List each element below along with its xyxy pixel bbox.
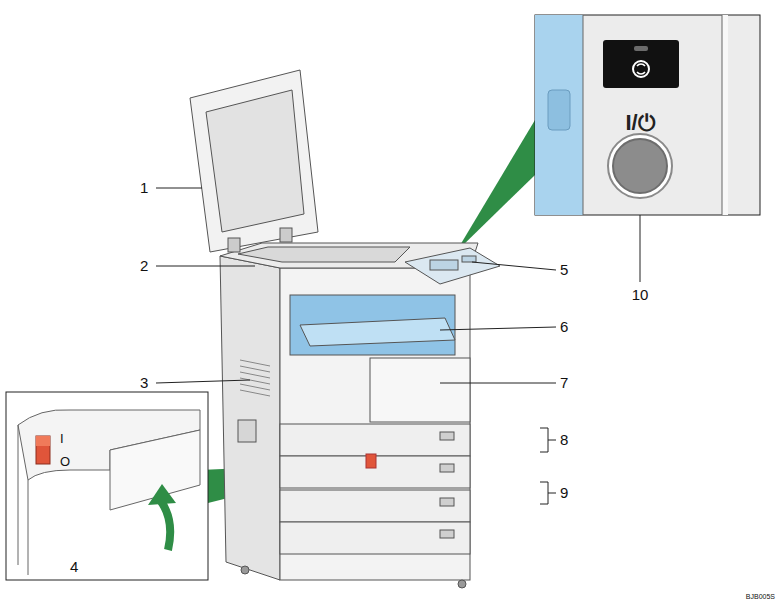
callout-number: 2 [140,258,148,273]
copier-body [190,70,500,588]
callout-number: 9 [560,485,568,500]
callout-number: 10 [632,287,649,302]
callout-number: 8 [560,432,568,447]
power-button-inset [535,15,760,215]
switch-inset [6,392,208,580]
callout-number: 6 [560,319,568,334]
callout-number: 7 [560,375,568,390]
figure-code: BJB005S [746,593,775,600]
switch-mark: O [60,455,70,468]
switch-mark: I [60,432,64,445]
callout-number: 5 [560,262,568,277]
callout-number: 3 [140,375,148,390]
callout-number: 4 [70,559,78,574]
callout-number: 1 [140,180,148,195]
power-symbol: I/⏻ [625,112,654,134]
